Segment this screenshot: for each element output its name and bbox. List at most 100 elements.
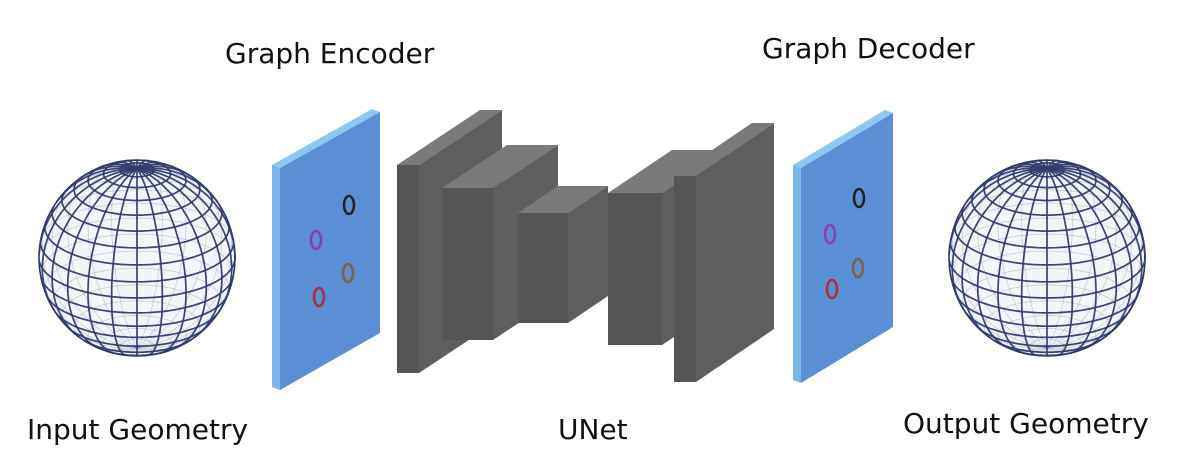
input-geometry-label: Input Geometry xyxy=(27,413,249,446)
sphere-grid-line xyxy=(136,167,187,354)
sphere-grid-line xyxy=(1046,167,1133,338)
sphere-grid-line xyxy=(61,284,213,329)
sphere-grid-line xyxy=(954,250,1140,297)
sphere-grid-line xyxy=(113,347,138,355)
sphere-grid-line xyxy=(51,205,138,249)
sphere-grid-line xyxy=(965,167,1048,203)
sphere-grid-line xyxy=(136,159,148,169)
sphere-grid-line xyxy=(1046,310,1130,349)
encoder-node-brown xyxy=(341,262,355,284)
sphere-grid-line xyxy=(1023,347,1048,355)
sphere-grid-line xyxy=(948,167,1048,255)
sphere-grid-line xyxy=(1046,166,1117,348)
sphere-grid-line xyxy=(136,257,236,348)
sphere-grid-line xyxy=(136,202,233,348)
sphere-grid-line xyxy=(1046,167,1129,203)
graph-encoder-panel xyxy=(272,109,380,390)
encoder-node-black xyxy=(342,194,356,216)
output-sphere-grid xyxy=(948,159,1146,357)
sphere-grid-line xyxy=(136,176,223,348)
sphere-grid-line xyxy=(136,163,174,170)
sphere-grid-line xyxy=(87,167,138,354)
sphere-grid-line xyxy=(1046,163,1084,170)
sphere-grid-line xyxy=(44,250,230,297)
unet-label: UNet xyxy=(558,413,628,446)
sphere-grid-line xyxy=(136,167,208,349)
sphere-grid-line xyxy=(40,277,138,314)
sphere-grid-line xyxy=(136,161,160,170)
sphere-grid-line xyxy=(136,167,233,312)
sphere-grid-line xyxy=(137,309,221,339)
sphere-grid-line xyxy=(61,188,137,232)
output-geometry-label: Output Geometry xyxy=(903,407,1149,440)
sphere-grid-line xyxy=(961,267,1133,312)
sphere-grid-line xyxy=(1008,347,1048,353)
sphere-grid-line xyxy=(971,284,1123,329)
sphere-grid-line xyxy=(997,167,1048,354)
sphere-grid-line xyxy=(1046,165,1103,178)
sphere-grid-line xyxy=(137,187,213,232)
sphere-grid-line xyxy=(136,347,161,355)
sphere-grid-line xyxy=(81,165,138,178)
sphere-grid-line xyxy=(55,167,138,203)
encoder-node-purple xyxy=(309,229,323,251)
sphere-grid-line xyxy=(136,160,163,348)
sphere-grid-line xyxy=(961,167,1048,338)
unet-block xyxy=(397,110,774,382)
sphere-grid-line xyxy=(136,337,195,351)
sphere-grid-line xyxy=(51,267,223,312)
sphere-grid-line xyxy=(1046,167,1118,349)
graph-encoder-label: Graph Encoder xyxy=(225,37,435,70)
sphere-grid-line xyxy=(1046,202,1143,348)
sphere-grid-line xyxy=(1046,347,1086,353)
sphere-grid-line xyxy=(950,277,1048,314)
sphere-grid-line xyxy=(1047,187,1123,232)
sphere-grid-line xyxy=(948,254,1048,348)
sphere-grid-line xyxy=(961,205,1048,249)
sphere-grid-line xyxy=(954,221,1047,266)
sphere-grid-line xyxy=(54,310,138,349)
sphere-grid-line xyxy=(136,347,149,356)
sphere-grid-line xyxy=(41,167,138,312)
decoder-node-purple xyxy=(823,223,837,245)
sphere-grid-line xyxy=(991,165,1048,178)
sphere-grid-line xyxy=(44,221,137,266)
sphere-grid-line xyxy=(1046,294,1139,328)
sphere-grid-line xyxy=(1046,337,1105,351)
graph-decoder-panel xyxy=(793,110,893,383)
encoder-node-red xyxy=(312,286,326,308)
sphere-grid-line xyxy=(136,167,236,259)
sphere-grid-line xyxy=(951,167,1048,312)
sphere-grid-line xyxy=(136,294,229,328)
sphere-grid-line xyxy=(111,160,138,348)
sphere-grid-line xyxy=(1047,309,1131,339)
sphere-grid-line xyxy=(126,159,138,169)
sphere-grid-line xyxy=(1046,161,1070,170)
decoder-node-black xyxy=(852,187,866,209)
sphere-grid-line xyxy=(137,238,235,283)
decoder-node-red xyxy=(825,278,839,300)
sphere-grid-line xyxy=(971,188,1047,232)
sphere-grid-line xyxy=(964,310,1048,349)
sphere-grid-line xyxy=(1046,167,1097,354)
sphere-grid-line xyxy=(1046,162,1097,348)
sphere-grid-line xyxy=(136,167,223,338)
encoder-panel-side-edge xyxy=(272,165,280,390)
sphere-grid-line xyxy=(38,254,138,348)
sphere-grid-line xyxy=(98,347,138,353)
sphere-grid-line xyxy=(1046,257,1146,348)
sphere-grid-line xyxy=(38,167,138,255)
sphere-grid-line xyxy=(87,315,187,352)
sphere-grid-line xyxy=(110,168,138,357)
sphere-grid-line xyxy=(1046,168,1074,357)
encoder-panel-face xyxy=(280,112,380,390)
sphere-grid-line xyxy=(66,167,138,349)
sphere-grid-line xyxy=(136,168,164,357)
sphere-grid-line xyxy=(46,295,138,328)
sphere-grid-line xyxy=(1046,176,1133,348)
sphere-grid-line xyxy=(125,347,138,356)
graph-decoder-label: Graph Decoder xyxy=(762,32,975,65)
output-geometry-sphere xyxy=(948,159,1146,357)
